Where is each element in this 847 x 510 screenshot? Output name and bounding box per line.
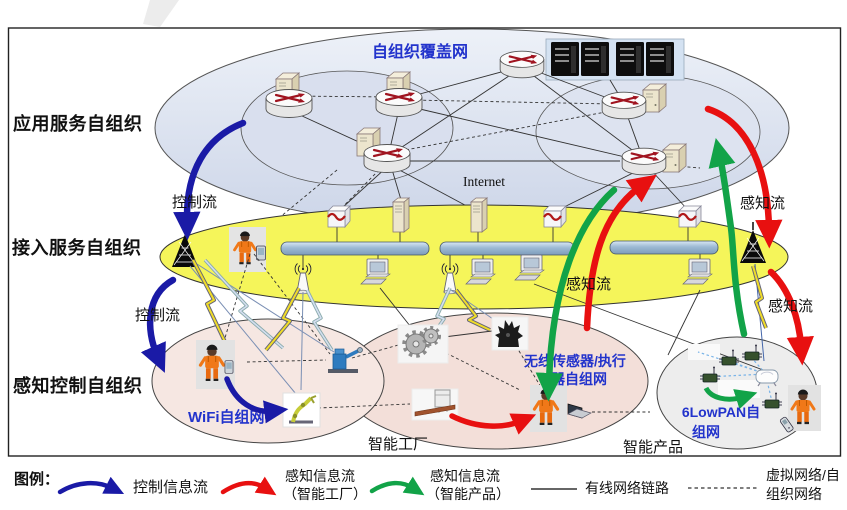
product-sense-arrow-up (708, 137, 748, 338)
legend-control-arrow (57, 476, 125, 495)
bus-bar (609, 240, 719, 255)
factory-sense-arrow-up (583, 174, 657, 332)
access-layer-devices (171, 197, 767, 295)
dark-machine-icon (491, 316, 529, 351)
legend-control-label: 控制信息流 (133, 479, 208, 496)
application-layer-zone (154, 28, 790, 228)
router-icon (601, 91, 647, 120)
sense-flow-label-right-top: 感知流 (740, 195, 785, 212)
switch-icon (326, 204, 352, 229)
blue-robot-arm-icon (328, 347, 363, 373)
product-sense-arrow-down (535, 186, 618, 402)
flow-arrows (140, 105, 814, 435)
control-flow-label-lower: 控制流 (135, 307, 180, 324)
layer-label-access: 接入服务自组织 (12, 237, 142, 258)
legend-sense-factory-arrow (220, 476, 277, 496)
bg-patch (718, 380, 760, 398)
wifi-zone-contents: WiFi自组网 (188, 340, 411, 428)
layer-label-application: 应用服务自组织 (13, 113, 143, 134)
wifi-net-label: WiFi自组网 (188, 408, 265, 426)
switch-icon (542, 204, 568, 229)
factory-zone-contents: 无线传感器/执行 器自组网 智能工厂 (368, 316, 650, 453)
bus-stems (302, 225, 701, 268)
legend-virtual-label: 虚拟网络/自 (766, 467, 840, 483)
router-icon (374, 87, 424, 118)
factory-sense-arrow-small (449, 413, 537, 435)
product-zone-contents: 6LowPAN自 组网 智能产品 (623, 344, 821, 456)
gear-machinery-icon (397, 324, 449, 364)
bus-bar (439, 241, 575, 256)
sense-flow-label-mid: 感知流 (566, 276, 611, 293)
router-icon (621, 147, 667, 176)
legend-virtual-label2: 组织网络 (766, 486, 822, 502)
legend-sense-factory-label: 感知信息流 (285, 468, 355, 484)
layer-label-perception: 感知控制自组织 (13, 375, 143, 396)
legend-sense-product-arrow (369, 476, 425, 496)
server-rack-icon (545, 38, 685, 81)
legend-title: 图例： (14, 470, 59, 488)
lowpan-label-line2: 组网 (692, 424, 720, 440)
sense-arrow-right-upper (704, 105, 783, 249)
router-icon (362, 143, 412, 174)
product-user-with-phone (779, 385, 821, 434)
wifi-adhoc-zone (151, 318, 385, 444)
control-flow-arrow-upper (173, 119, 247, 241)
sense-arrow-right-lower (767, 268, 814, 366)
wsn-label-line1: 无线传感器/执行 (523, 353, 626, 369)
overlay-net-label: 自组织覆盖网 (372, 42, 468, 61)
smart-factory-label: 智能工厂 (368, 435, 428, 453)
router-icon (499, 50, 545, 79)
6lowpan-internal-flow-arrow (703, 386, 758, 410)
operator-with-pda (229, 227, 266, 272)
lowpan-label-line1: 6LowPAN自 (682, 404, 760, 420)
legend: 图例： 控制信息流 感知信息流 （智能工厂） 感知信息流 （智能产品） 有线网络… (14, 467, 840, 502)
radio-lightning-bolts (191, 258, 768, 352)
legend-sense-factory-label2: （智能工厂） (283, 486, 367, 502)
bg-patch (688, 344, 720, 360)
server-tower-icon (392, 197, 410, 233)
server-icon (662, 143, 687, 173)
wifi-control-arrow (224, 376, 289, 424)
switch-icon (677, 204, 703, 229)
smart-product-label: 智能产品 (623, 438, 683, 456)
legend-sense-product-label: 感知信息流 (430, 468, 500, 484)
legend-wired-label: 有线网络链路 (585, 480, 669, 496)
server-icon (642, 83, 667, 113)
internet-label: Internet (463, 174, 505, 189)
legend-sense-product-label2: （智能产品） (426, 486, 510, 502)
overlay-subnet-left (240, 70, 454, 186)
control-flow-label-upper: 控制流 (172, 194, 217, 211)
router-icon (264, 88, 314, 119)
diagram-frame (7, 27, 842, 457)
sense-flow-label-right-bottom: 感知流 (768, 298, 813, 315)
control-flow-arrow-lower (140, 276, 177, 373)
watermark-stripe (143, 0, 179, 27)
server-tower-icon (470, 197, 488, 233)
yellow-robot-arm-icon (282, 392, 321, 428)
wsn-label-line2: 器自组网 (550, 371, 607, 387)
bus-bar (280, 241, 430, 256)
